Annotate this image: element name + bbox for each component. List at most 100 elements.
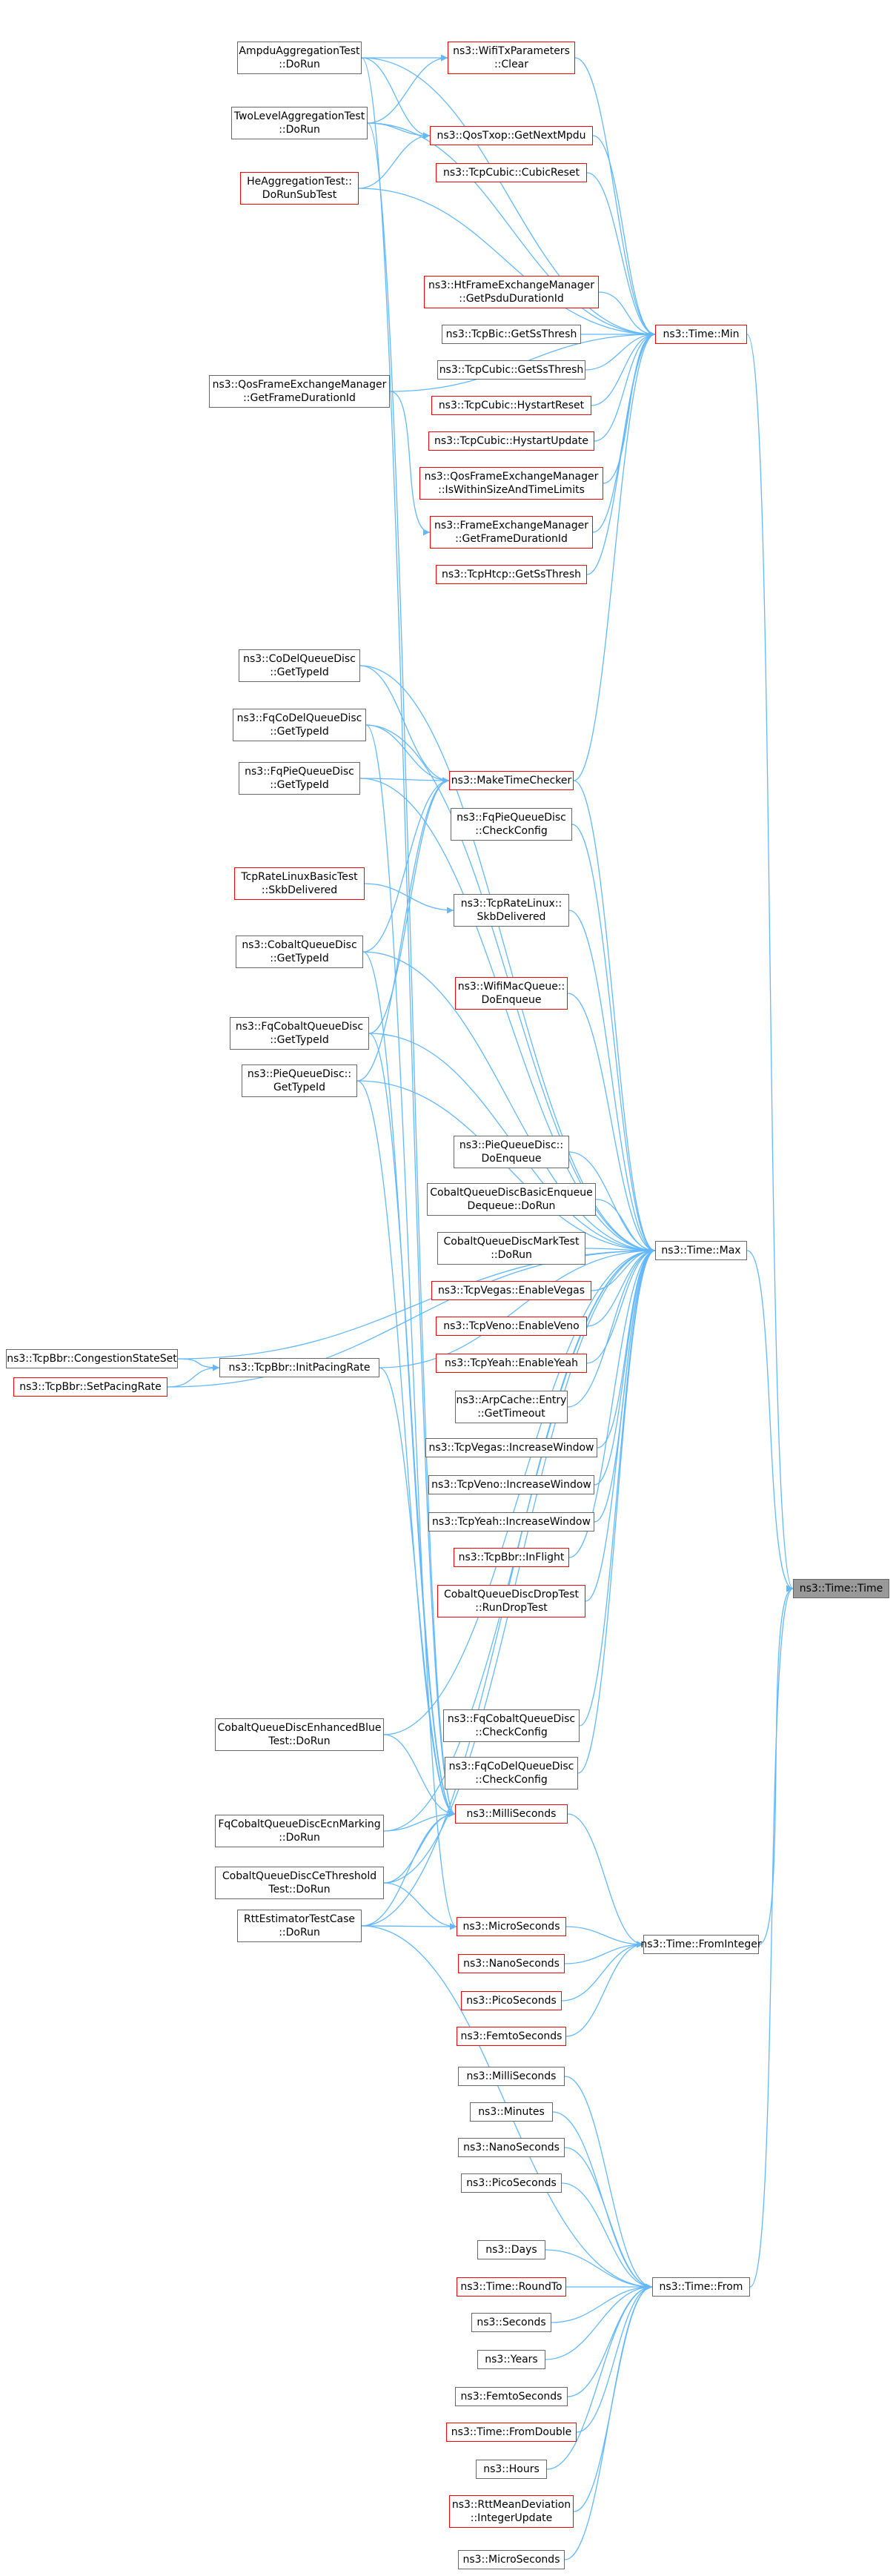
edge-qosframe-to-frameexch — [389, 391, 431, 536]
node-tcp-veno-increase-window[interactable]: ns3::TcpVeno::IncreaseWindow — [428, 1475, 594, 1494]
node-pico-seconds-2[interactable]: ns3::PicoSeconds — [461, 2173, 562, 2193]
node-cobalt-queue-disc-mark-test-dorun[interactable]: CobaltQueueDiscMarkTest::DoRun — [437, 1232, 585, 1265]
node-tcp-yeah-increase-window[interactable]: ns3::TcpYeah::IncreaseWindow — [428, 1512, 594, 1532]
node-rtt-mean-deviation-integer-update[interactable]: ns3::RttMeanDeviation::IntegerUpdate — [449, 2495, 574, 2528]
node-fq-cobalt-queue-disc-get-type-id[interactable]: ns3::FqCobaltQueueDisc::GetTypeId — [230, 1017, 369, 1050]
node-tcp-veno-enable-veno[interactable]: ns3::TcpVeno::EnableVeno — [436, 1317, 587, 1336]
node-tcp-rate-linux-skb-delivered[interactable]: ns3::TcpRateLinux::SkbDelivered — [454, 894, 569, 927]
node-time-max[interactable]: ns3::Time::Max — [655, 1241, 747, 1260]
edge-timemin-to-timetime — [746, 334, 794, 1592]
edge-milli-to-fromint — [567, 1813, 644, 1948]
edge-cubicssthresh-to-timemin — [585, 331, 656, 371]
node-fq-cobalt-queue-disc-ecn-marking-dorun[interactable]: FqCobaltQueueDiscEcnMarking::DoRun — [215, 1815, 384, 1847]
edge-venoinc-to-timemax — [594, 1247, 656, 1486]
edge-milli2-to-timefrom — [564, 2076, 653, 2291]
node-pico-seconds[interactable]: ns3::PicoSeconds — [461, 1991, 562, 2010]
node-fq-codel-queue-disc-get-type-id[interactable]: ns3::FqCoDelQueueDisc::GetTypeId — [233, 709, 366, 741]
edge-hystartreset-to-timemin — [591, 331, 656, 406]
node-cobalt-queue-disc-drop-test-run-drop-test[interactable]: CobaltQueueDiscDropTest::RunDropTest — [437, 1585, 585, 1618]
node-femto-seconds-2[interactable]: ns3::FemtoSeconds — [455, 2387, 568, 2406]
node-tcp-cubic-hystart-update[interactable]: ns3::TcpCubic::HystartUpdate — [428, 431, 594, 451]
edge-pico-to-fromint — [561, 1941, 644, 2001]
edge-ampdu-to-timemin — [361, 57, 656, 338]
node-femto-seconds[interactable]: ns3::FemtoSeconds — [457, 2027, 566, 2046]
edge-fqcodel-to-maketc — [365, 724, 450, 784]
node-tcp-cubic-hystart-reset[interactable]: ns3::TcpCubic::HystartReset — [431, 396, 591, 415]
edge-arpcache-to-timemax — [567, 1247, 656, 1408]
edge-hystartupdate-to-timemin — [594, 331, 656, 442]
edge-vegasinc-to-timemax — [597, 1247, 656, 1448]
node-tcp-bbr-init-pacing-rate[interactable]: ns3::TcpBbr::InitPacingRate — [219, 1358, 379, 1377]
edge-timefrom-to-timetime — [749, 1585, 794, 2288]
node-tcp-vegas-enable-vegas[interactable]: ns3::TcpVegas::EnableVegas — [431, 1281, 591, 1300]
node-nano-seconds-2[interactable]: ns3::NanoSeconds — [458, 2138, 565, 2157]
node-arp-cache-entry-get-timeout[interactable]: ns3::ArpCache::Entry::GetTimeout — [455, 1391, 568, 1423]
edge-micro-to-fromint — [565, 1926, 644, 1948]
node-tcp-vegas-increase-window[interactable]: ns3::TcpVegas::IncreaseWindow — [425, 1438, 597, 1457]
node-two-level-aggregation-test-dorun[interactable]: TwoLevelAggregationTest::DoRun — [231, 107, 368, 139]
node-codel-queue-disc-get-type-id[interactable]: ns3::CoDelQueueDisc::GetTypeId — [239, 649, 360, 682]
node-qos-frame-exchange-manager-is-within-size-and-time-limits[interactable]: ns3::QosFrameExchangeManager::IsWithinSi… — [419, 467, 603, 500]
edge-fqpiecheck-to-timemax — [571, 824, 656, 1254]
node-tcp-bbr-set-pacing-rate[interactable]: ns3::TcpBbr::SetPacingRate — [13, 1377, 167, 1397]
node-rtt-estimator-test-case-dorun[interactable]: RttEstimatorTestCase::DoRun — [237, 1910, 362, 1942]
edge-qosframe2-to-timemin — [603, 331, 656, 484]
edge-timemax-to-timetime — [746, 1250, 794, 1592]
edge-cobalt-to-timemax — [362, 951, 656, 1254]
node-micro-seconds[interactable]: ns3::MicroSeconds — [457, 1917, 566, 1936]
node-pie-queue-disc-get-type-id[interactable]: ns3::PieQueueDisc::GetTypeId — [242, 1064, 357, 1097]
edge-twolevel-to-wifitx — [367, 54, 448, 124]
node-time-min[interactable]: ns3::Time::Min — [655, 325, 747, 344]
node-years[interactable]: ns3::Years — [477, 2350, 545, 2369]
node-seconds[interactable]: ns3::Seconds — [471, 2313, 551, 2332]
node-tcp-yeah-enable-yeah[interactable]: ns3::TcpYeah::EnableYeah — [436, 1354, 587, 1373]
node-fq-cobalt-queue-disc-check-config[interactable]: ns3::FqCobaltQueueDisc::CheckConfig — [443, 1709, 580, 1742]
node-wifi-tx-parameters-clear[interactable]: ns3::WifiTxParameters::Clear — [448, 42, 575, 74]
node-tcp-bic-get-ss-thresh[interactable]: ns3::TcpBic::GetSsThresh — [442, 325, 581, 344]
node-time-round-to[interactable]: ns3::Time::RoundTo — [457, 2277, 566, 2297]
node-wifi-mac-queue-do-enqueue[interactable]: ns3::WifiMacQueue::DoEnqueue — [455, 977, 568, 1010]
node-micro-seconds-2[interactable]: ns3::MicroSeconds — [458, 2550, 565, 2569]
node-qos-frame-exchange-manager-get-frame-duration-id[interactable]: ns3::QosFrameExchangeManager::GetFrameDu… — [209, 375, 390, 408]
edge-cobaltdrop-to-timemax — [585, 1247, 656, 1602]
node-milli-seconds-2[interactable]: ns3::MilliSeconds — [458, 2067, 565, 2086]
node-tcp-bbr-congestion-state-set[interactable]: ns3::TcpBbr::CongestionStateSet — [6, 1349, 178, 1368]
node-he-aggregation-test-dorunsubtest[interactable]: HeAggregationTest::DoRunSubTest — [240, 172, 359, 205]
node-nano-seconds[interactable]: ns3::NanoSeconds — [458, 1954, 565, 1973]
edge-heagg-to-timemin — [358, 188, 656, 338]
edge-pico2-to-timefrom — [561, 2182, 653, 2291]
node-ht-frame-exchange-manager-get-psdu-duration-id[interactable]: ns3::HtFrameExchangeManager::GetPsduDura… — [424, 276, 599, 308]
node-tcp-bbr-in-flight[interactable]: ns3::TcpBbr::InFlight — [454, 1548, 569, 1567]
edge-rttest-to-micro — [361, 1923, 457, 1930]
node-hours[interactable]: ns3::Hours — [476, 2460, 547, 2479]
node-fq-pie-queue-disc-get-type-id[interactable]: ns3::FqPieQueueDisc::GetTypeId — [239, 762, 360, 795]
edge-fromint-to-timetime — [758, 1585, 794, 1945]
node-tcp-cubic-get-ss-thresh[interactable]: ns3::TcpCubic::GetSsThresh — [437, 360, 585, 380]
node-tcp-htcp-get-ss-thresh[interactable]: ns3::TcpHtcp::GetSsThresh — [436, 565, 587, 584]
node-fq-pie-queue-disc-check-config[interactable]: ns3::FqPieQueueDisc::CheckConfig — [451, 808, 572, 841]
edge-fqpie-to-maketc — [359, 777, 450, 784]
edge-ampdu-to-qostxop — [361, 57, 431, 139]
node-fq-codel-queue-disc-check-config[interactable]: ns3::FqCoDelQueueDisc::CheckConfig — [445, 1757, 578, 1789]
node-time-from-integer[interactable]: ns3::Time::FromInteger — [640, 1935, 762, 1954]
node-minutes[interactable]: ns3::Minutes — [470, 2102, 553, 2122]
node-time-from-double[interactable]: ns3::Time::FromDouble — [446, 2423, 577, 2442]
node-qos-txop-get-next-mpdu[interactable]: ns3::QosTxop::GetNextMpdu — [430, 126, 593, 145]
node-tcp-rate-linux-basic-test-skb-delivered[interactable]: TcpRateLinuxBasicTest::SkbDelivered — [234, 867, 365, 900]
node-pie-queue-disc-do-enqueue[interactable]: ns3::PieQueueDisc::DoEnqueue — [454, 1136, 569, 1168]
node-cobalt-queue-disc-get-type-id[interactable]: ns3::CobaltQueueDisc::GetTypeId — [236, 936, 363, 968]
node-frame-exchange-manager-get-frame-duration-id[interactable]: ns3::FrameExchangeManager::GetFrameDurat… — [430, 516, 593, 549]
node-milli-seconds[interactable]: ns3::MilliSeconds — [455, 1804, 568, 1824]
node-time-from[interactable]: ns3::Time::From — [652, 2277, 750, 2297]
edge-rttest-to-milli — [361, 1810, 456, 1927]
node-tcp-cubic-cubic-reset[interactable]: ns3::TcpCubic::CubicReset — [436, 163, 587, 182]
node-make-time-checker[interactable]: ns3::MakeTimeChecker — [449, 771, 574, 790]
node-time-time-root[interactable]: ns3::Time::Time — [793, 1579, 889, 1598]
node-ampdu-aggregation-test-dorun[interactable]: AmpduAggregationTest::DoRun — [237, 42, 362, 74]
node-days[interactable]: ns3::Days — [477, 2240, 545, 2259]
edge-nano2-to-timefrom — [564, 2147, 653, 2291]
